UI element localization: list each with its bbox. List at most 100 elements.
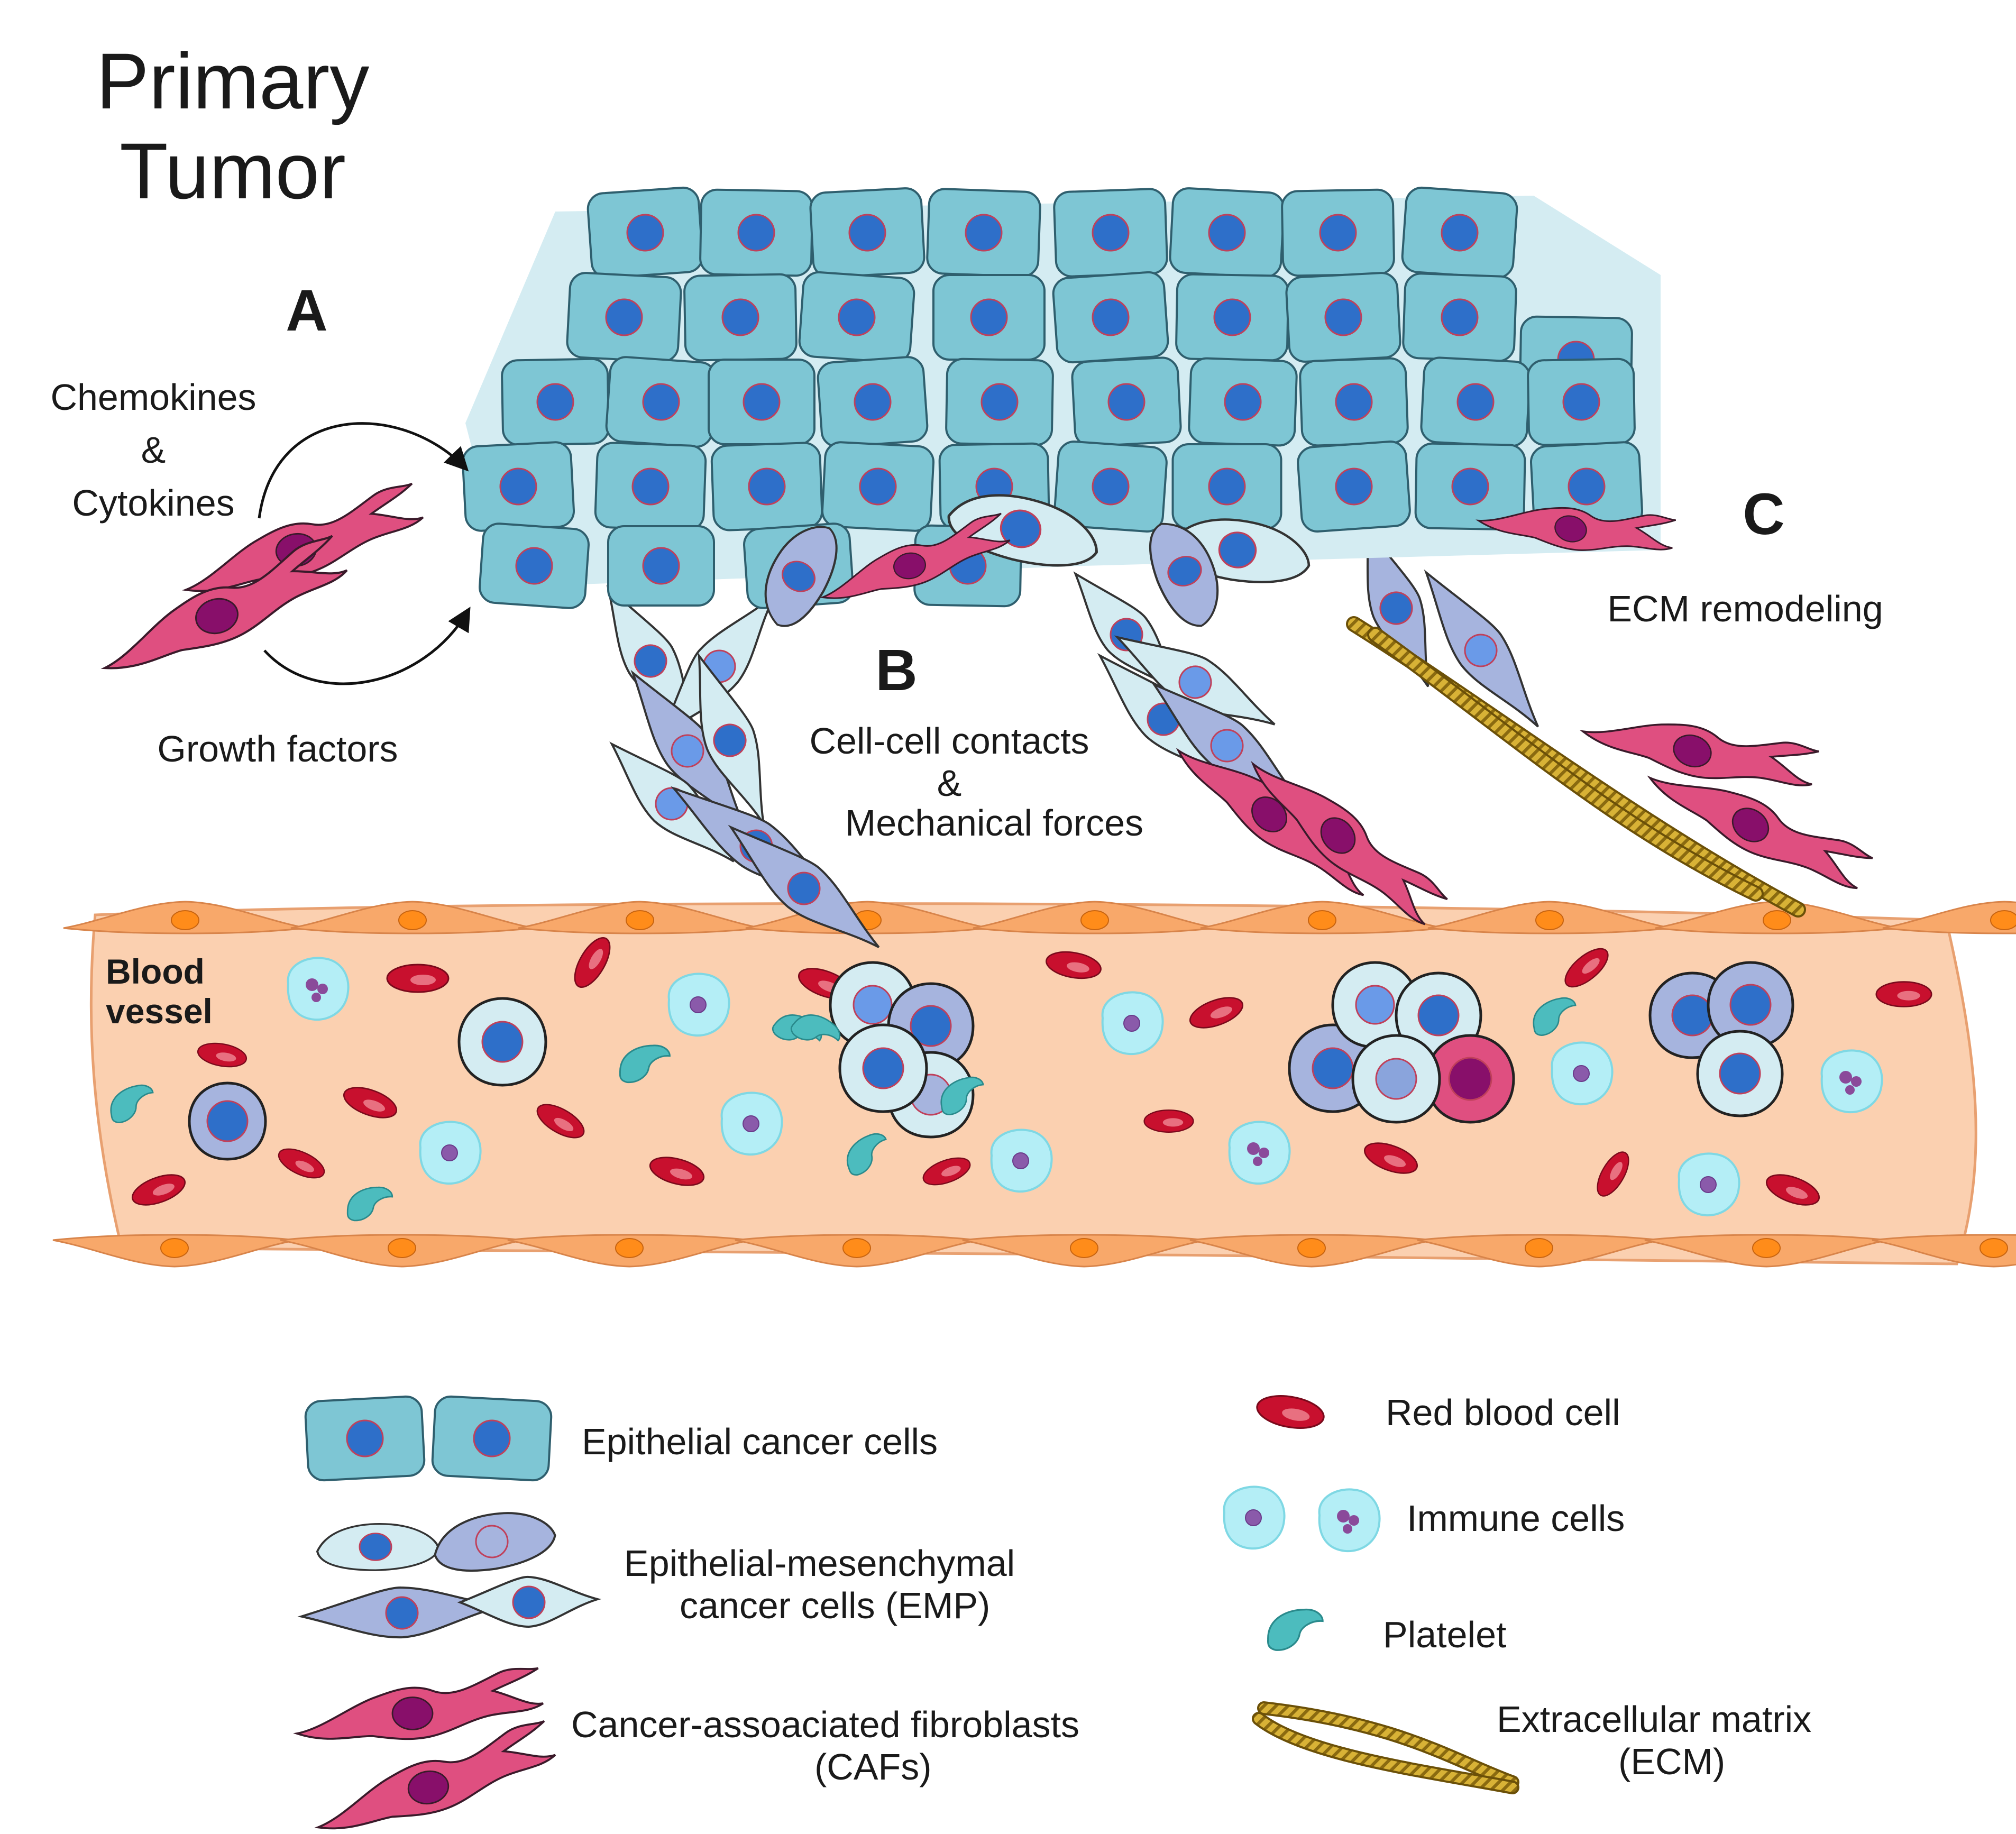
rbc-center [1067,962,1089,973]
cell-nucleus [1729,984,1772,1026]
panel-c-label: ECM remodeling [1607,588,1883,629]
endothelial-cell [1882,901,2016,934]
epithelial-cell [821,441,935,532]
cell-nucleus [1355,985,1395,1025]
cell-nucleus [642,383,680,421]
panel-b: B Cell-cell contacts & Mechanical forces [809,638,1143,843]
rbc-center [295,1160,314,1172]
endothelial-nucleus [1525,1238,1553,1258]
rbc-center [554,1117,574,1132]
immune-cell [990,1129,1053,1193]
platelet [110,1084,154,1124]
epithelial-cell [607,525,715,607]
immune-lobe [306,978,318,991]
immune-nucleus [1123,1015,1140,1032]
rbc-center [363,1099,386,1112]
immune-lobe [1253,1157,1262,1166]
epithelial-cell [1053,188,1168,278]
immune-nucleus [690,996,707,1013]
rbc-center [670,1168,692,1180]
epithelial-cell [461,441,575,532]
immune-cell [1228,1121,1291,1185]
legend-caf-label-line-2: (CAFs) [814,1746,932,1787]
cell-nucleus [854,383,892,421]
cell-nucleus [737,214,775,252]
circulating-tumor-cell [457,997,547,1087]
immune-nucleus [743,1115,759,1132]
signal-arrow-upper [258,422,469,519]
platelet-body [619,1044,671,1083]
platelet [1267,1609,1324,1651]
endothelial-nucleus [1297,1238,1326,1258]
epithelial-cell [926,188,1041,278]
red-blood-cell [536,1104,585,1139]
panel-b-label-line-3: Mechanical forces [845,802,1143,843]
rbc-center [1897,991,1920,1001]
rbc-center [589,949,603,969]
epithelial-cell [1169,187,1285,278]
cell-nucleus [713,723,747,757]
cell-nucleus [862,1047,904,1089]
immune-lobe [1845,1085,1855,1095]
cell-nucleus [1210,729,1244,763]
rbc-center [1162,1118,1184,1127]
cell-nucleus [893,552,926,580]
emp-cell [316,1523,441,1571]
panel-a-fibroblasts [100,482,424,670]
cell-nucleus [1554,515,1587,543]
immune-nucleus [1573,1065,1590,1082]
legend-ecm-fiber [1254,1714,1517,1792]
epithelial-cell [798,271,915,364]
cell-nucleus [721,298,759,336]
emp-cell [434,1512,556,1572]
cell-nucleus [1324,298,1362,336]
epithelial-cell [708,359,815,445]
cell-nucleus [1107,383,1146,421]
cell-nucleus [782,561,815,592]
platelet [1533,997,1577,1037]
cell-nucleus [980,383,1019,421]
red-blood-cell [922,1157,971,1186]
immune-cell [1318,1488,1381,1553]
panel-a-letter: A [286,278,327,343]
spindle-cell [1424,569,1539,728]
cell-nucleus [206,1100,249,1142]
spindle-cell [728,824,880,948]
panel-a: A Chemokines & Cytokines Growth factors [50,278,471,769]
immune-cell [1820,1049,1883,1114]
panel-c: C ECM remodeling [1607,482,1883,629]
platelet-body [940,1076,984,1116]
cell-nucleus [1671,994,1713,1037]
immune-cell [287,957,350,1021]
cell-nucleus [1562,383,1600,421]
immune-lobe [1349,1515,1359,1526]
cell-nucleus [515,547,553,585]
cell-nucleus [970,298,1008,336]
cell-nucleus [1092,467,1130,506]
cell-nucleus [631,467,670,506]
epithelial-cell [431,1395,553,1482]
immune-lobe [1839,1071,1852,1084]
endothelial-nucleus [1080,910,1109,930]
emp-cell [764,526,838,627]
epithelial-cell [501,357,610,446]
cell-nucleus [605,298,643,336]
fibroblast [314,1720,556,1830]
endothelial-cell [1872,1234,2016,1268]
legend-ecm-fiber [1259,1703,1517,1787]
epithelial-cell [1071,356,1182,447]
endothelial-layer-top [63,901,2016,934]
legend-caf-label-line-1: Cancer-assoaciated fibroblasts [571,1704,1079,1745]
cell-nucleus [853,985,893,1025]
fibroblast [1579,723,1819,786]
cell-nucleus [1178,665,1212,699]
endothelial-nucleus [1990,910,2016,930]
red-blood-cell [1363,1142,1418,1174]
epithelial-cell [479,522,590,609]
cell-nucleus [1000,509,1042,548]
blood-vessel: Blood vessel [52,901,2016,1268]
legend-emp-label-line-2: cancer cells (EMP) [680,1585,990,1626]
fibroblast [819,512,1011,599]
endothelial-cell [518,901,762,934]
legend-platelet-label: Platelet [1383,1614,1506,1655]
